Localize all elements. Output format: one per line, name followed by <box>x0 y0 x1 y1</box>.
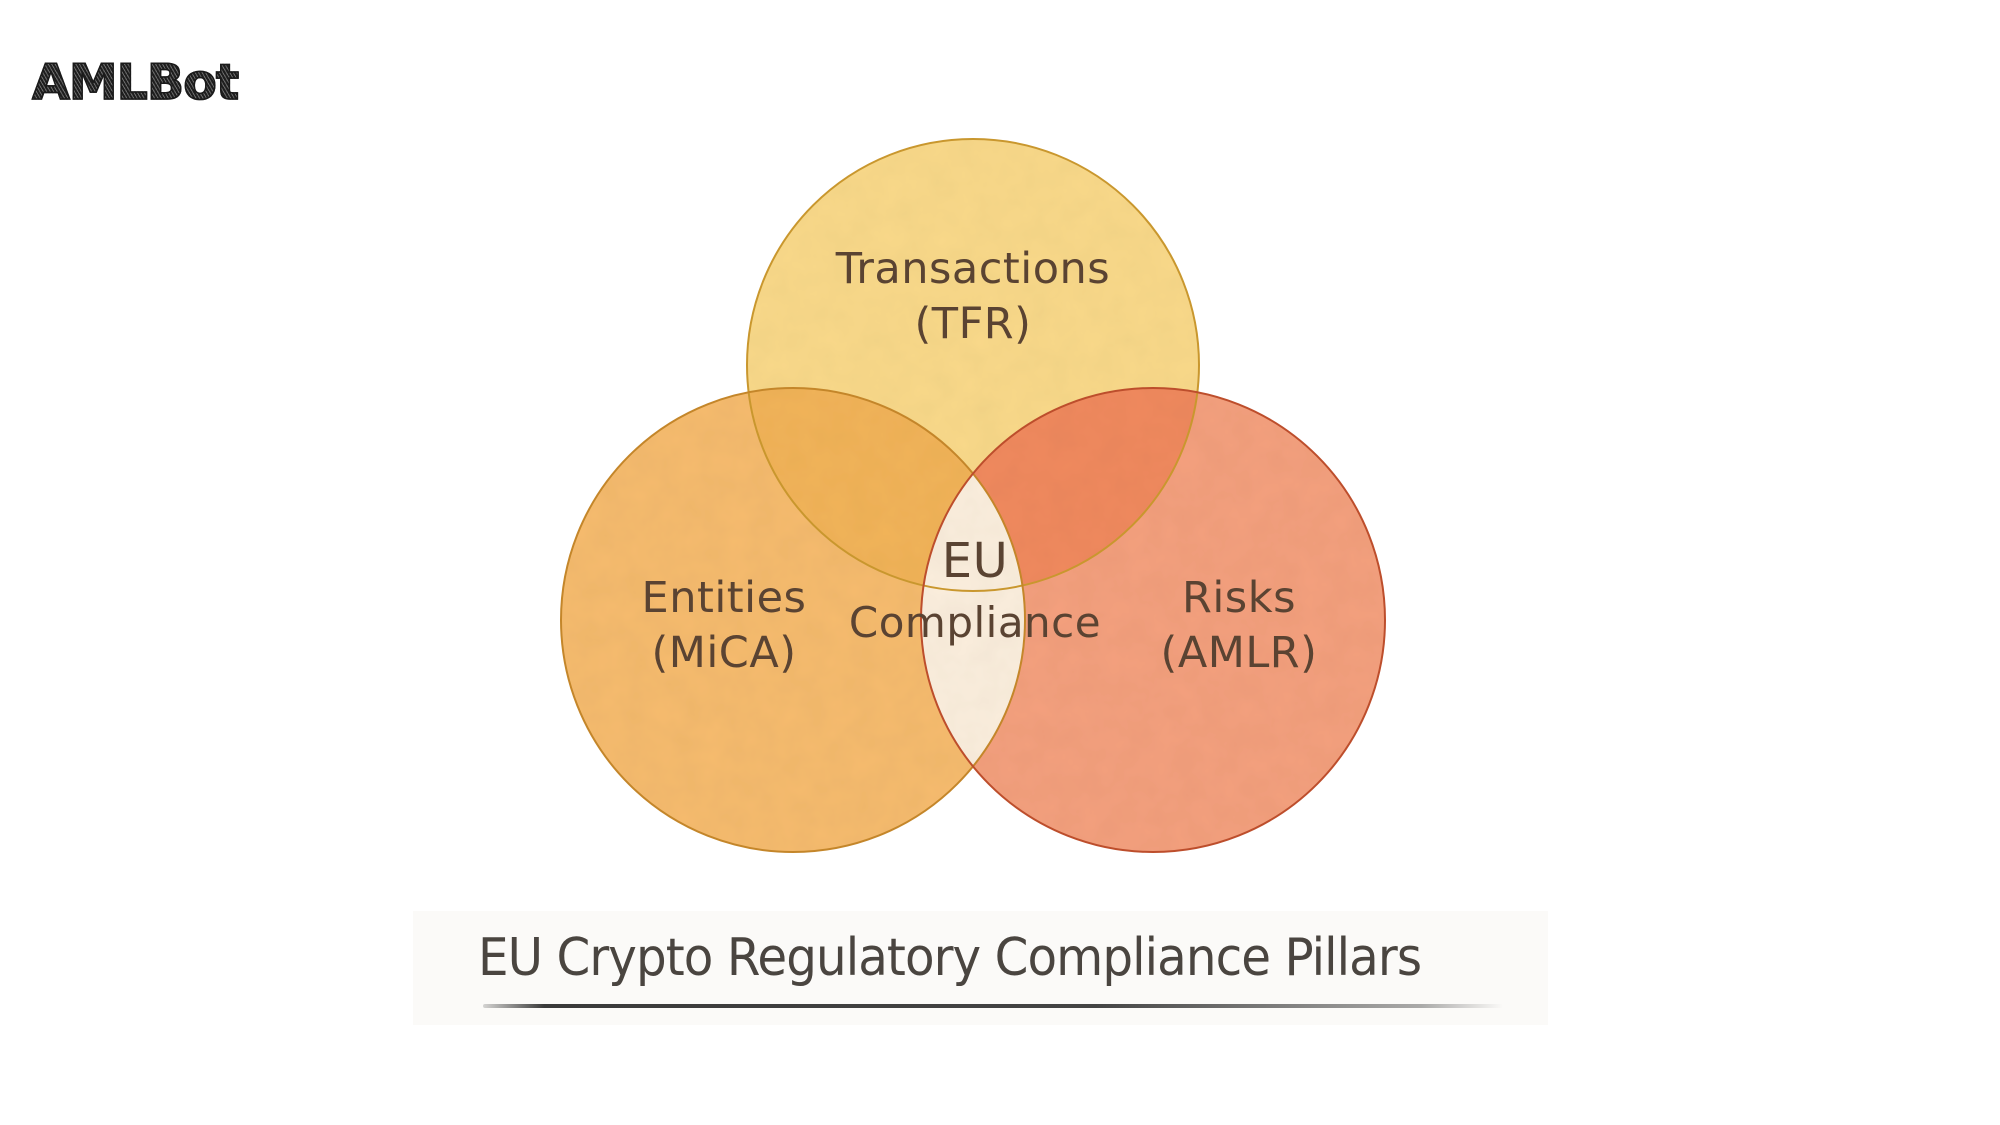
label-entities-title: Entities <box>641 573 807 623</box>
caption-underline <box>483 1004 1503 1008</box>
label-transactions: Transactions (TFR) <box>836 242 1110 352</box>
amlbot-logo: AMLBot <box>31 54 240 111</box>
outline-risks <box>920 387 1386 853</box>
overlap-transactions-risks <box>921 388 1199 591</box>
outline-entities <box>560 387 1026 853</box>
label-center: EU Compliance <box>849 530 1101 654</box>
outline-transactions <box>746 138 1200 592</box>
label-center-line2: Compliance <box>848 598 1102 647</box>
label-transactions-title: Transactions <box>835 244 1111 294</box>
label-risks-title: Risks <box>1181 573 1297 623</box>
overlap-transactions-entities <box>747 388 1025 591</box>
label-entities: Entities (MiCA) <box>642 571 807 681</box>
label-entities-subtitle: (MiCA) <box>651 628 797 678</box>
label-center-line1: EU <box>941 533 1009 589</box>
label-risks-subtitle: (AMLR) <box>1160 628 1318 678</box>
label-transactions-subtitle: (TFR) <box>914 299 1032 349</box>
diagram-caption: EU Crypto Regulatory Compliance Pillars <box>477 928 1422 988</box>
label-risks: Risks (AMLR) <box>1161 571 1318 681</box>
